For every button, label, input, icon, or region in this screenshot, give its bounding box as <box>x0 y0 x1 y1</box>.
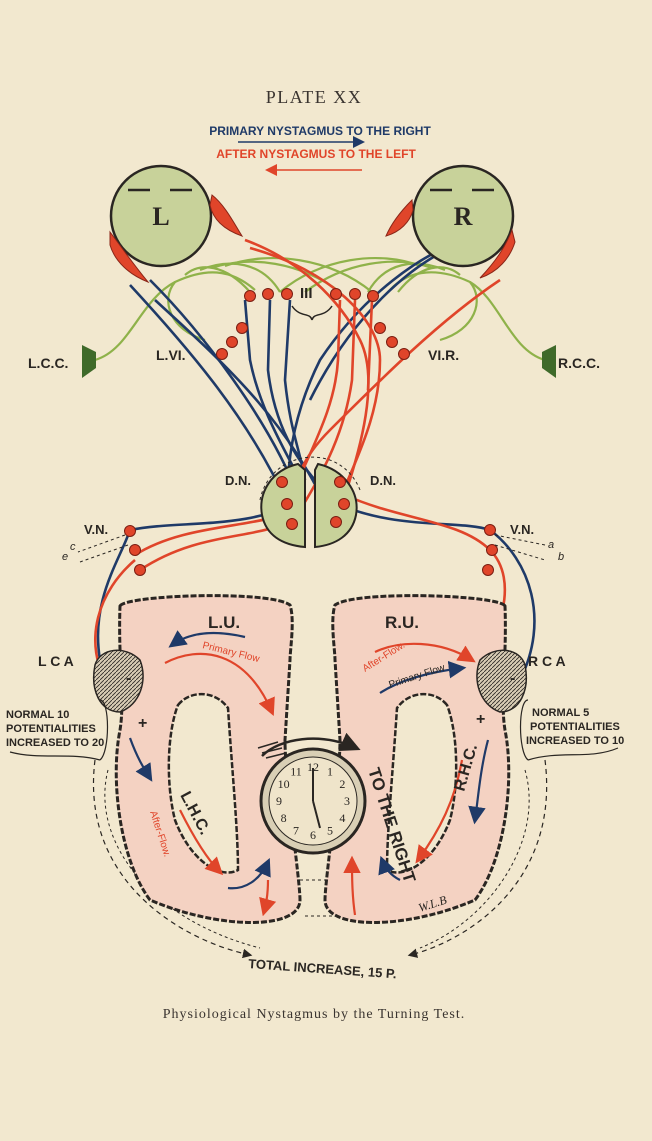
lvi-label: L.VI. <box>156 347 186 363</box>
potential-left-1: NORMAL 10 <box>6 709 69 721</box>
legend-primary-text: PRIMARY NYSTAGMUS TO THE RIGHT <box>209 124 431 138</box>
plus-left: + <box>138 715 147 732</box>
clock-numeral: 2 <box>339 777 345 791</box>
dn-dashed-outline <box>259 456 361 501</box>
potential-right-brace <box>519 699 619 761</box>
left-eye-label: L <box>152 202 169 231</box>
b-right-label: b <box>558 551 564 563</box>
minus-right: - <box>510 670 515 687</box>
clock-numeral: 4 <box>339 811 345 825</box>
left-canal <box>114 594 302 924</box>
clock-numeral: 3 <box>344 794 350 808</box>
right-eye: R <box>385 164 516 279</box>
nerve-nuclei <box>216 288 410 360</box>
e-left-label: e <box>62 551 68 563</box>
clock-numeral: 5 <box>327 823 333 837</box>
lu-label: L.U. <box>208 613 240 632</box>
a-right-label: a <box>548 539 554 551</box>
dn-nuclei <box>124 476 498 576</box>
plate-title: PLATE XX <box>266 87 363 107</box>
dn-right-label: D.N. <box>370 473 396 488</box>
caption: Physiological Nystagmus by the Turning T… <box>163 1007 466 1022</box>
vn-right-label: V.N. <box>510 522 534 537</box>
legend: PRIMARY NYSTAGMUS TO THE RIGHT AFTER NYS… <box>209 124 431 176</box>
lcc-label: L.C.C. <box>28 355 68 371</box>
rca-label: R C A <box>528 653 566 669</box>
clock-numeral: 11 <box>290 765 302 779</box>
c-left-label: c <box>70 541 76 553</box>
clock-numeral: 7 <box>293 823 299 837</box>
rcc-nerve-end <box>542 345 556 378</box>
dn-left-label: D.N. <box>225 473 251 488</box>
green-nerves <box>94 257 546 362</box>
clock-numeral: 12 <box>307 760 319 774</box>
potential-right-1: NORMAL 5 <box>532 707 589 719</box>
left-ampulla <box>93 649 144 713</box>
total-label: TOTAL INCREASE, 15 P. <box>248 956 397 981</box>
potential-left-brace <box>9 699 109 761</box>
potential-left-3: INCREASED TO 20 <box>6 737 104 749</box>
clock-numeral: 1 <box>327 765 333 779</box>
iii-brace <box>291 305 333 321</box>
right-ampulla <box>476 649 527 713</box>
flow-arrows <box>128 630 490 917</box>
ru-label: R.U. <box>385 613 419 632</box>
minus-left: - <box>126 670 131 687</box>
potential-left-2: POTENTIALITIES <box>6 723 96 735</box>
potential-right-2: POTENTIALITIES <box>530 721 620 733</box>
dn-right <box>314 462 358 549</box>
clock-numeral: 8 <box>281 811 287 825</box>
lcc-nerve-end <box>82 345 96 378</box>
vn-left-label: V.N. <box>84 522 108 537</box>
left-eye: L <box>109 164 244 284</box>
right-eye-label: R <box>454 202 473 231</box>
legend-after-text: AFTER NYSTAGMUS TO THE LEFT <box>216 147 416 161</box>
total-arc <box>92 759 548 959</box>
potential-right-3: INCREASED TO 10 <box>526 735 624 747</box>
clock-numeral: 6 <box>310 828 316 842</box>
vir-label: VI.R. <box>428 347 459 363</box>
clock-numeral: 10 <box>278 777 290 791</box>
plus-right: + <box>476 711 485 728</box>
rcc-label: R.C.C. <box>558 355 600 371</box>
lca-label: L C A <box>38 653 74 669</box>
clock-numeral: 9 <box>276 794 282 808</box>
iii-label: III <box>300 285 313 302</box>
